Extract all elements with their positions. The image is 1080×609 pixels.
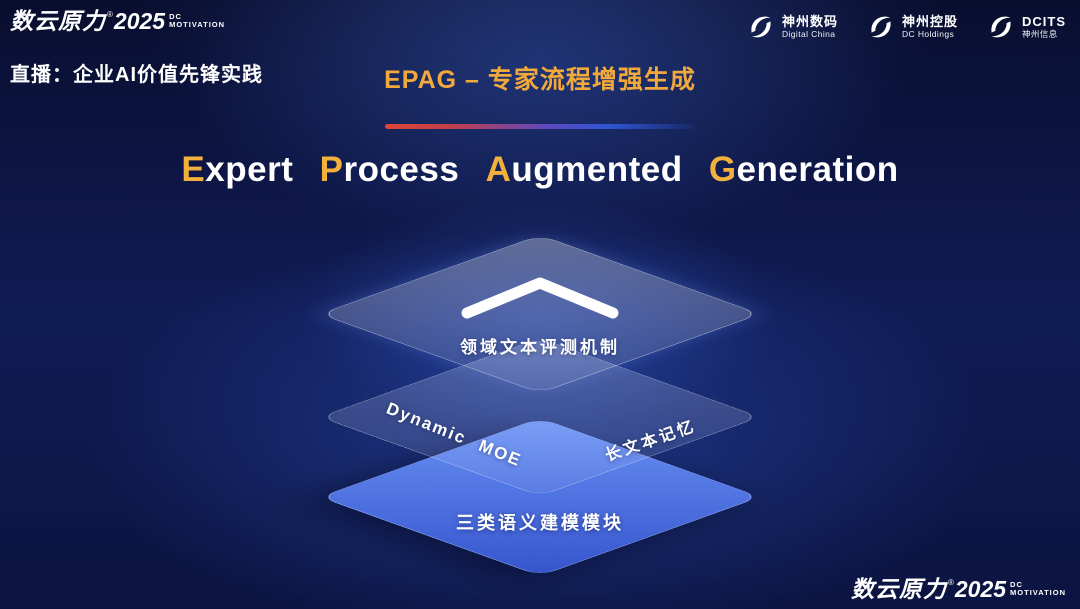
- registered-mark: ®: [107, 10, 113, 19]
- partner-logo-dcits: DCITS 神州信息: [986, 12, 1066, 42]
- title-rest: xpert: [205, 150, 294, 189]
- title-initial: E: [181, 150, 206, 189]
- swoosh-icon: [991, 16, 1011, 38]
- brand-name: 数云原力: [850, 576, 947, 602]
- partner-logo-digital-china: 神州数码 Digital China: [746, 12, 838, 42]
- brand-name: 数云原力: [10, 8, 106, 34]
- swoosh-icon: [871, 16, 891, 38]
- live-stream-label: 直播：企业AI价值先锋实践: [10, 64, 263, 86]
- brand-tagline-line1: DC: [169, 12, 182, 21]
- title-initial: A: [485, 150, 512, 189]
- brand-tagline-line2: MOTIVATION: [169, 19, 226, 29]
- gradient-divider: [385, 124, 695, 129]
- partner-logo-text: 神州控股 DC Holdings: [901, 13, 958, 40]
- bottom-layer-label: 三类语义建模模块: [456, 513, 624, 533]
- partner-logo-line2: DC Holdings: [901, 28, 955, 39]
- brand-logo-bottom-right: 数云原力 ® 2025 DC MOTIVATION: [851, 578, 1066, 601]
- brand-tagline-line2: MOTIVATION: [1010, 587, 1066, 597]
- title-initial: G: [708, 150, 737, 189]
- title-word: Process: [320, 150, 460, 189]
- brand-tagline: DC MOTIVATION: [169, 13, 225, 28]
- title-word: Expert: [181, 150, 293, 189]
- title-rest: ugmented: [511, 150, 683, 189]
- slide-title-cn: EPAG – 专家流程增强生成: [384, 66, 696, 94]
- title-initial: P: [319, 150, 344, 189]
- partner-logo-text: 神州数码 Digital China: [781, 13, 838, 40]
- partner-logo-line1: 神州数码: [781, 13, 838, 29]
- partner-logo-line2: Digital China: [781, 28, 836, 39]
- partner-logo-line2: 神州信息: [1022, 28, 1058, 39]
- partner-logo-line1: 神州控股: [901, 13, 958, 29]
- partner-logo-text: DCITS 神州信息: [1022, 13, 1066, 40]
- registered-mark: ®: [947, 578, 954, 587]
- brand-year: 2025: [113, 8, 166, 34]
- swoosh-icon: [751, 16, 771, 38]
- title-word: Augmented: [486, 150, 683, 189]
- partner-logos: 神州数码 Digital China 神州控股 DC Holdings DCIT…: [746, 12, 1066, 42]
- title-rest: eneration: [736, 150, 899, 189]
- title-word: Generation: [709, 150, 899, 189]
- brand-tagline-line1: DC: [1010, 580, 1023, 589]
- layer-stack-diagram: 领域文本评测机制 Dynamic MOE 长文本记忆 三类语义建模模块: [260, 225, 820, 595]
- brand-year: 2025: [954, 576, 1007, 602]
- title-rest: rocess: [343, 150, 460, 189]
- chevron-up-icon: [455, 271, 625, 328]
- main-title: Expert Process Augmented Generation: [0, 150, 1080, 190]
- brand-tagline: DC MOTIVATION: [1010, 581, 1066, 596]
- partner-logo-line1: DCITS: [1022, 13, 1066, 29]
- top-layer-label: 领域文本评测机制: [460, 338, 620, 357]
- partner-logo-dc-holdings: 神州控股 DC Holdings: [866, 12, 958, 42]
- brand-logo-top-left: 数云原力 ® 2025 DC MOTIVATION: [10, 10, 225, 33]
